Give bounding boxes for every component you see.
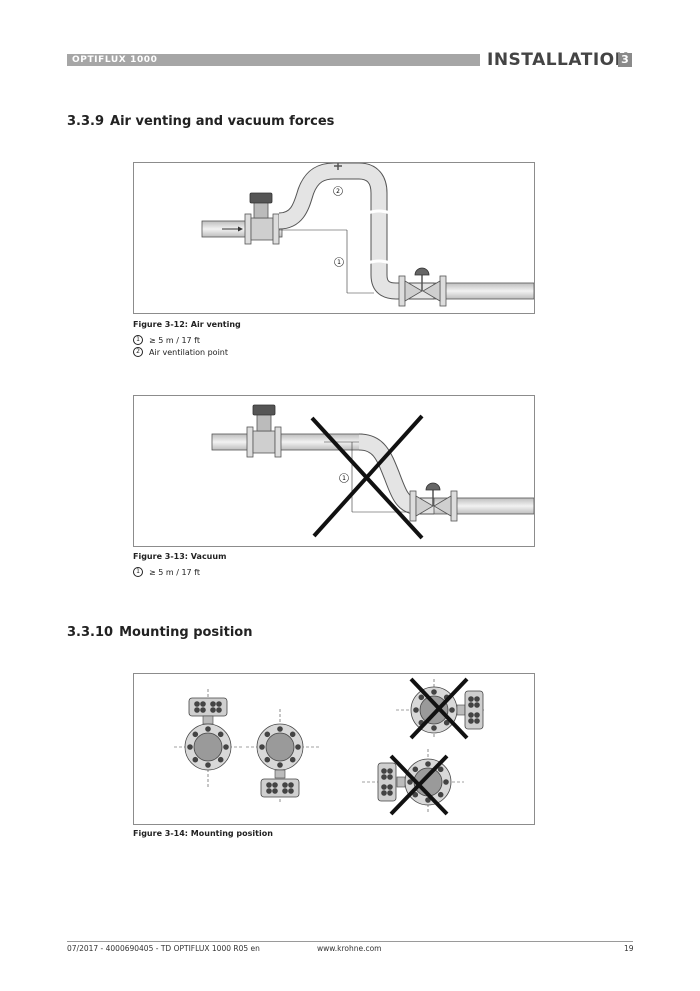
- section-number: 3.3.10: [67, 625, 114, 640]
- cross-out-icon: [310, 414, 424, 540]
- mount-head-top-ok: [174, 689, 242, 789]
- legend-text: Air ventilation point: [149, 347, 229, 357]
- footer-website: www.krohne.com: [317, 944, 382, 953]
- figure-caption: Figure 3-14: Mounting position: [133, 829, 273, 838]
- meter-flange-left: [244, 213, 252, 245]
- legend-marker: 2: [133, 347, 143, 357]
- air-venting-diagram: 1 2: [201, 163, 534, 307]
- callout-1: 1: [339, 473, 349, 483]
- figure-mounting-position: [133, 673, 535, 825]
- vacuum-diagram: 1: [211, 404, 534, 540]
- pipe-break-mark: [367, 259, 391, 265]
- figure-caption: Figure 3-12: Air venting: [133, 320, 241, 329]
- valve-body-right: [422, 280, 441, 302]
- meter-body: [250, 217, 274, 241]
- mount-head-side-crossed: [362, 749, 464, 816]
- descender-pipe: [346, 163, 434, 299]
- outlet-pipe: [433, 282, 534, 300]
- meter-flange-right: [272, 213, 280, 245]
- footer-page-number: 19: [624, 944, 634, 953]
- figure-vacuum: 1: [133, 395, 535, 547]
- section-number: 3.3.9: [67, 114, 105, 129]
- figure-legend: 1 ≥ 5 m / 17 ft 2 Air ventilation point: [133, 334, 228, 358]
- header-product-name: OPTIFLUX 1000: [72, 55, 158, 65]
- svg-text:2: 2: [336, 188, 340, 195]
- section-heading-mounting-position: 3.3.10 Mounting position: [67, 625, 252, 640]
- meter-body: [252, 430, 276, 454]
- valve-body-right: [433, 495, 452, 517]
- valve-body-left: [404, 280, 423, 302]
- valve-flange-right: [439, 275, 447, 307]
- valve-handwheel-icon: [414, 267, 430, 276]
- figure-air-venting: 1 2: [133, 162, 535, 314]
- legend-marker: 1: [133, 567, 143, 577]
- header-section-number: 3: [618, 53, 632, 67]
- valve-flange-left: [398, 275, 406, 307]
- mounting-position-diagram: [174, 677, 484, 816]
- pipe-break-mark: [367, 209, 391, 215]
- meter-flange-left: [246, 426, 254, 458]
- legend-text: ≥ 5 m / 17 ft: [149, 567, 200, 577]
- footer-divider: [67, 941, 633, 942]
- legend-item: 1 ≥ 5 m / 17 ft: [133, 566, 200, 578]
- legend-item: 1 ≥ 5 m / 17 ft: [133, 334, 228, 346]
- figure-caption: Figure 3-13: Vacuum: [133, 552, 227, 561]
- svg-text:1: 1: [337, 259, 341, 266]
- meter-converter-head: [252, 404, 276, 416]
- mount-head-bottom-ok: [246, 709, 319, 804]
- valve-flange-left: [409, 490, 417, 522]
- riser-pipe: [278, 163, 349, 229]
- meter-flange-right: [274, 426, 282, 458]
- section-heading-air-venting: 3.3.9 Air venting and vacuum forces: [67, 114, 334, 129]
- flow-arrow-head-icon: [238, 226, 243, 232]
- valve-flange-right: [450, 490, 458, 522]
- header-bar: [67, 54, 480, 66]
- section-title: Air venting and vacuum forces: [110, 114, 335, 129]
- section-title: Mounting position: [119, 625, 253, 640]
- header-section-title: INSTALLATION: [487, 50, 630, 70]
- downward-pipe: [358, 434, 434, 514]
- legend-text: ≥ 5 m / 17 ft: [149, 335, 200, 345]
- figure-legend: 1 ≥ 5 m / 17 ft: [133, 566, 200, 578]
- valve-handwheel-icon: [425, 482, 441, 491]
- callout-2: 2: [333, 186, 343, 196]
- footer-document-id: 07/2017 - 4000690405 - TD OPTIFLUX 1000 …: [67, 944, 260, 953]
- svg-text:1: 1: [342, 475, 346, 482]
- legend-marker: 1: [133, 335, 143, 345]
- callout-1: 1: [334, 257, 344, 267]
- meter-converter-head: [249, 192, 273, 204]
- mount-head-side-crossed: [396, 677, 484, 740]
- valve-body-left: [415, 495, 434, 517]
- legend-item: 2 Air ventilation point: [133, 346, 228, 358]
